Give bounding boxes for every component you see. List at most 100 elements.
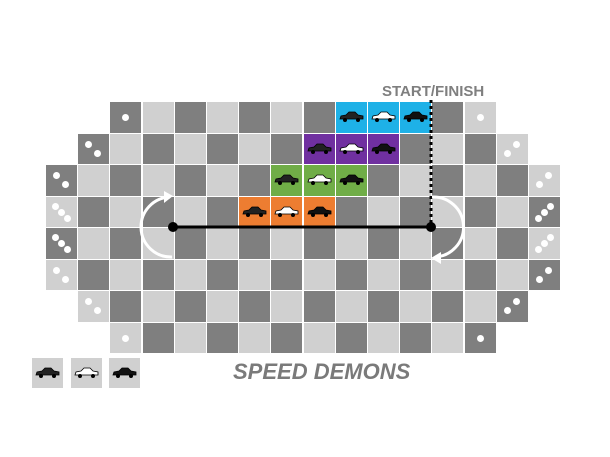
board-square[interactable]	[271, 133, 303, 164]
die-square-left[interactable]	[46, 259, 77, 290]
board-square[interactable]	[239, 102, 271, 133]
board-square[interactable]	[174, 259, 206, 290]
board-square[interactable]	[78, 165, 110, 196]
board-square[interactable]	[368, 291, 399, 322]
board-square[interactable]	[142, 165, 174, 196]
die-square-left[interactable]	[110, 102, 142, 133]
board-square[interactable]	[207, 228, 238, 259]
board-square[interactable]	[368, 259, 399, 290]
board-square[interactable]	[174, 291, 206, 322]
board-square[interactable]	[496, 228, 528, 259]
team-square-cyan[interactable]	[335, 102, 367, 133]
board-square[interactable]	[207, 165, 238, 196]
board-square[interactable]	[368, 228, 399, 259]
board-square[interactable]	[110, 228, 142, 259]
board-square[interactable]	[368, 196, 399, 227]
spare-car-tile[interactable]	[71, 358, 102, 388]
die-square-right[interactable]	[529, 165, 560, 196]
die-square-left[interactable]	[110, 322, 142, 353]
board-square[interactable]	[207, 196, 238, 227]
board-square[interactable]	[271, 322, 303, 353]
board-square[interactable]	[303, 228, 335, 259]
board-square[interactable]	[335, 259, 367, 290]
board-square[interactable]	[464, 196, 496, 227]
die-square-left[interactable]	[78, 133, 110, 164]
board-square[interactable]	[207, 259, 238, 290]
board-square[interactable]	[174, 102, 206, 133]
team-square-green[interactable]	[271, 165, 303, 196]
board-square[interactable]	[239, 165, 271, 196]
board-square[interactable]	[432, 322, 464, 353]
board-square[interactable]	[78, 196, 110, 227]
die-square-right[interactable]	[529, 228, 560, 259]
team-square-orange[interactable]	[239, 196, 271, 227]
board-square[interactable]	[432, 133, 464, 164]
board-square[interactable]	[496, 259, 528, 290]
die-square-left[interactable]	[46, 196, 77, 227]
board-square[interactable]	[142, 259, 174, 290]
board-square[interactable]	[174, 196, 206, 227]
board-square[interactable]	[335, 196, 367, 227]
spare-car-tile[interactable]	[32, 358, 63, 388]
board-square[interactable]	[271, 259, 303, 290]
board-square[interactable]	[110, 133, 142, 164]
board-square[interactable]	[271, 102, 303, 133]
board-square[interactable]	[464, 133, 496, 164]
board-square[interactable]	[464, 165, 496, 196]
board-square[interactable]	[142, 291, 174, 322]
board-square[interactable]	[271, 291, 303, 322]
board-square[interactable]	[368, 322, 399, 353]
team-square-cyan[interactable]	[400, 102, 432, 133]
board-square[interactable]	[400, 196, 432, 227]
team-square-orange[interactable]	[303, 196, 335, 227]
board-square[interactable]	[432, 165, 464, 196]
die-square-right[interactable]	[496, 133, 528, 164]
board-square[interactable]	[271, 228, 303, 259]
board-square[interactable]	[400, 291, 432, 322]
die-square-right[interactable]	[464, 322, 496, 353]
board-square[interactable]	[400, 259, 432, 290]
board-square[interactable]	[464, 259, 496, 290]
board-square[interactable]	[78, 228, 110, 259]
team-square-purple[interactable]	[368, 133, 399, 164]
team-square-green[interactable]	[335, 165, 367, 196]
board-square[interactable]	[239, 291, 271, 322]
board-square[interactable]	[174, 133, 206, 164]
team-square-orange[interactable]	[271, 196, 303, 227]
board-square[interactable]	[142, 133, 174, 164]
board-square[interactable]	[174, 228, 206, 259]
board-square[interactable]	[335, 291, 367, 322]
team-square-purple[interactable]	[303, 133, 335, 164]
board-square[interactable]	[207, 322, 238, 353]
board-square[interactable]	[335, 228, 367, 259]
die-square-left[interactable]	[46, 228, 77, 259]
team-square-cyan[interactable]	[368, 102, 399, 133]
die-square-left[interactable]	[78, 291, 110, 322]
spare-car-tile[interactable]	[109, 358, 140, 388]
board-square[interactable]	[174, 322, 206, 353]
board-square[interactable]	[368, 165, 399, 196]
board-square[interactable]	[464, 228, 496, 259]
board-square[interactable]	[400, 133, 432, 164]
board-square[interactable]	[207, 291, 238, 322]
board-square[interactable]	[174, 165, 206, 196]
board-square[interactable]	[78, 259, 110, 290]
board-square[interactable]	[303, 291, 335, 322]
team-square-green[interactable]	[303, 165, 335, 196]
board-square[interactable]	[432, 259, 464, 290]
board-square[interactable]	[432, 228, 464, 259]
board-square[interactable]	[142, 102, 174, 133]
board-square[interactable]	[110, 196, 142, 227]
die-square-right[interactable]	[464, 102, 496, 133]
board-square[interactable]	[464, 291, 496, 322]
die-square-right[interactable]	[496, 291, 528, 322]
die-square-right[interactable]	[529, 259, 560, 290]
team-square-purple[interactable]	[335, 133, 367, 164]
board-square[interactable]	[110, 259, 142, 290]
board-square[interactable]	[400, 165, 432, 196]
board-square[interactable]	[239, 133, 271, 164]
board-square[interactable]	[496, 165, 528, 196]
board-square[interactable]	[239, 259, 271, 290]
board-square[interactable]	[432, 196, 464, 227]
board-square[interactable]	[496, 196, 528, 227]
